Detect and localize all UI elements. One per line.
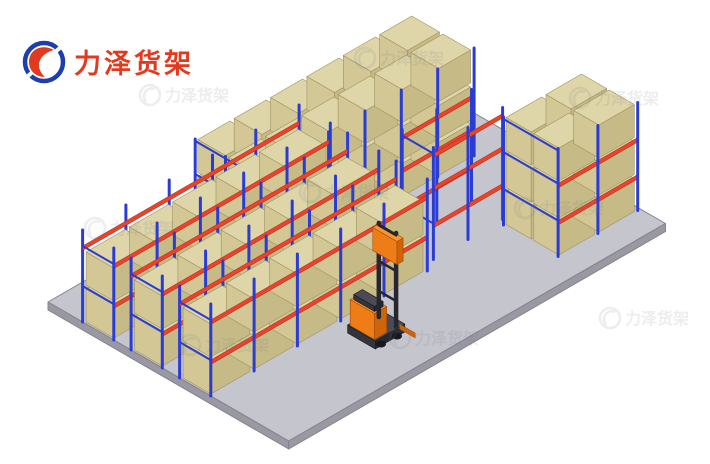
watermark: 力泽货架: [388, 326, 479, 350]
svg-text:力泽货架: 力泽货架: [415, 329, 479, 348]
svg-text:力泽货架: 力泽货架: [325, 183, 389, 202]
svg-text:力泽货架: 力泽货架: [625, 309, 689, 328]
watermark: 力泽货架: [298, 180, 389, 204]
watermark: 力泽货架: [353, 46, 444, 70]
watermark: 力泽货架: [138, 83, 229, 107]
logo-swirl-icon: [29, 47, 54, 77]
watermark: 力泽货架: [178, 333, 269, 357]
watermark: 力泽货架: [83, 216, 174, 240]
svg-text:力泽货架: 力泽货架: [165, 86, 229, 105]
brand-logo: 力泽货架: [22, 40, 194, 84]
pallet-rack-empty: [400, 88, 505, 261]
svg-text:力泽货架: 力泽货架: [595, 89, 659, 108]
watermark: 力泽货架: [568, 86, 659, 110]
forklift-layer: [347, 220, 416, 350]
svg-text:力泽货架: 力泽货架: [205, 336, 269, 355]
watermark: 力泽货架: [513, 196, 604, 220]
brand-name: 力泽货架: [74, 48, 194, 80]
pallet-rack-right: [502, 73, 640, 258]
watermark: 力泽货架: [598, 306, 689, 330]
watermark-layer: 力泽货架力泽货架力泽货架力泽货架力泽货架力泽货架力泽货架力泽货架力泽货架: [83, 46, 689, 357]
pallet-rack-left: [81, 103, 429, 398]
pallet-racks: [81, 15, 640, 398]
svg-text:力泽货架: 力泽货架: [110, 219, 174, 238]
svg-text:力泽货架: 力泽货架: [540, 199, 604, 218]
svg-text:力泽货架: 力泽货架: [380, 49, 444, 68]
reach-truck: [347, 220, 416, 350]
